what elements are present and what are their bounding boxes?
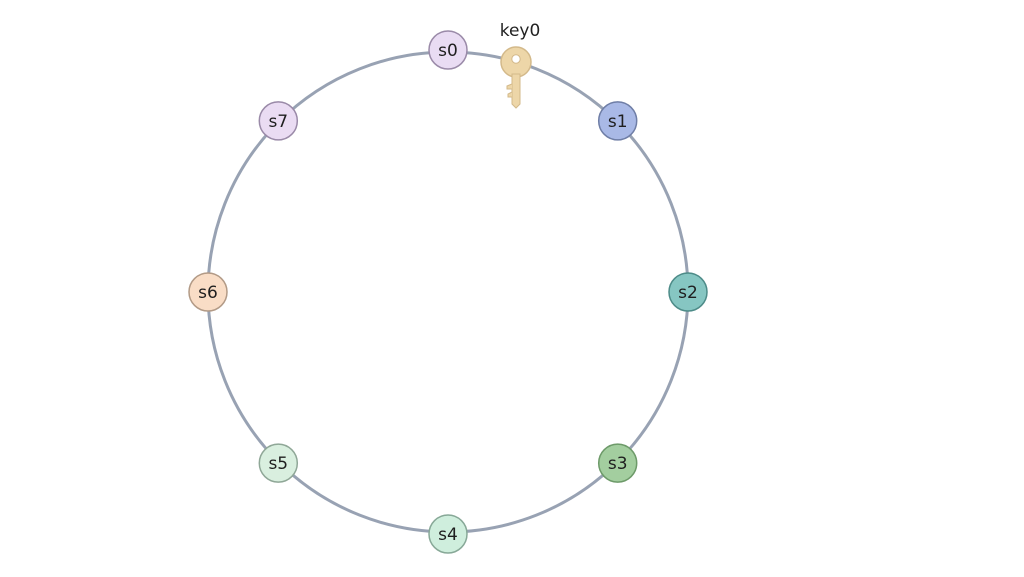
server-node-label: s7 bbox=[268, 112, 288, 132]
server-node-s5: s5 bbox=[258, 443, 299, 483]
server-node-circle bbox=[597, 443, 638, 483]
server-node-label: s6 bbox=[198, 283, 218, 303]
key-marker: key0 bbox=[500, 21, 541, 109]
server-node-s0: s0 bbox=[428, 30, 468, 70]
server-node-label: s4 bbox=[438, 525, 458, 545]
server-node-circle bbox=[428, 30, 468, 70]
server-node-s7: s7 bbox=[258, 101, 299, 141]
server-node-label: s5 bbox=[268, 454, 288, 474]
server-node-label: s0 bbox=[438, 41, 458, 61]
server-node-label: s2 bbox=[678, 283, 698, 303]
server-nodes: s0 s1 s2 s3 s4 s5 s6 s7 bbox=[188, 30, 708, 554]
server-node-label: s3 bbox=[608, 454, 628, 474]
server-node-circle bbox=[597, 101, 638, 141]
server-node-s3: s3 bbox=[597, 443, 638, 483]
server-node-s1: s1 bbox=[597, 101, 638, 141]
key-icon bbox=[500, 46, 532, 109]
key-label: key0 bbox=[500, 21, 541, 41]
server-node-label: s1 bbox=[608, 112, 628, 132]
server-node-s6: s6 bbox=[188, 272, 228, 312]
server-node-circle bbox=[188, 272, 228, 312]
server-node-circle bbox=[668, 272, 708, 312]
server-node-s4: s4 bbox=[428, 514, 468, 554]
server-node-circle bbox=[258, 443, 299, 483]
server-node-s2: s2 bbox=[668, 272, 708, 312]
server-node-circle bbox=[258, 101, 299, 141]
server-node-circle bbox=[428, 514, 468, 554]
